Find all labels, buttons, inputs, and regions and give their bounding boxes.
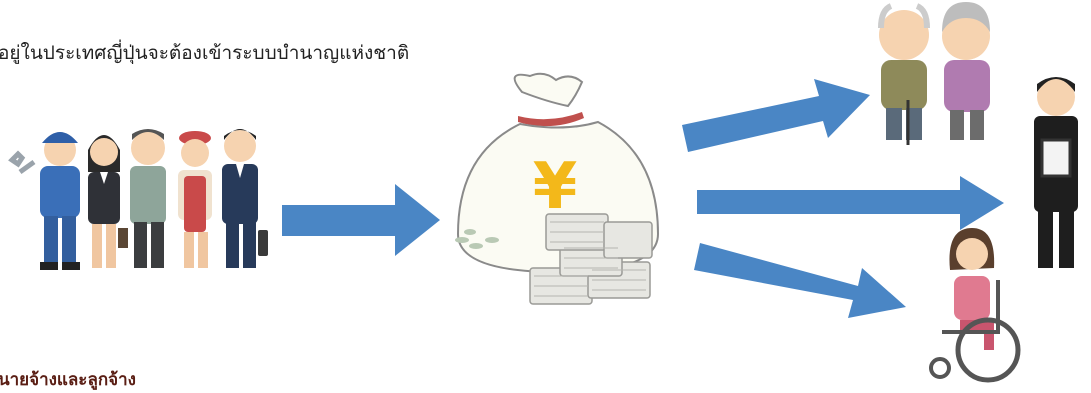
worker-office-woman-icon — [88, 135, 128, 268]
worker-mechanic-icon — [8, 132, 80, 270]
arrow-workers-to-fund — [282, 184, 440, 256]
arrow-fund-to-elderly — [682, 79, 870, 152]
wheelchair-user-icon — [929, 228, 1021, 383]
bereaved-man-icon — [1034, 77, 1078, 268]
elderly-couple-icon — [878, 2, 990, 145]
worker-businessman-icon — [222, 129, 268, 268]
banknote-stack-icon — [529, 213, 653, 305]
arrow-fund-to-disabled — [694, 243, 906, 318]
worker-factory-man-icon — [130, 129, 166, 268]
employer-employee-label: นายจ้างและลูกจ้าง — [0, 370, 136, 390]
yen-symbol: ¥ — [533, 150, 578, 224]
worker-shop-woman-icon — [178, 131, 212, 268]
arrow-fund-to-bereaved — [697, 176, 1004, 230]
workers-group-icon — [8, 129, 268, 270]
page-caption: อยู่ในประเทศญี่ปุ่นจะต้องเข้าระบบบำนาญแห… — [0, 42, 410, 64]
